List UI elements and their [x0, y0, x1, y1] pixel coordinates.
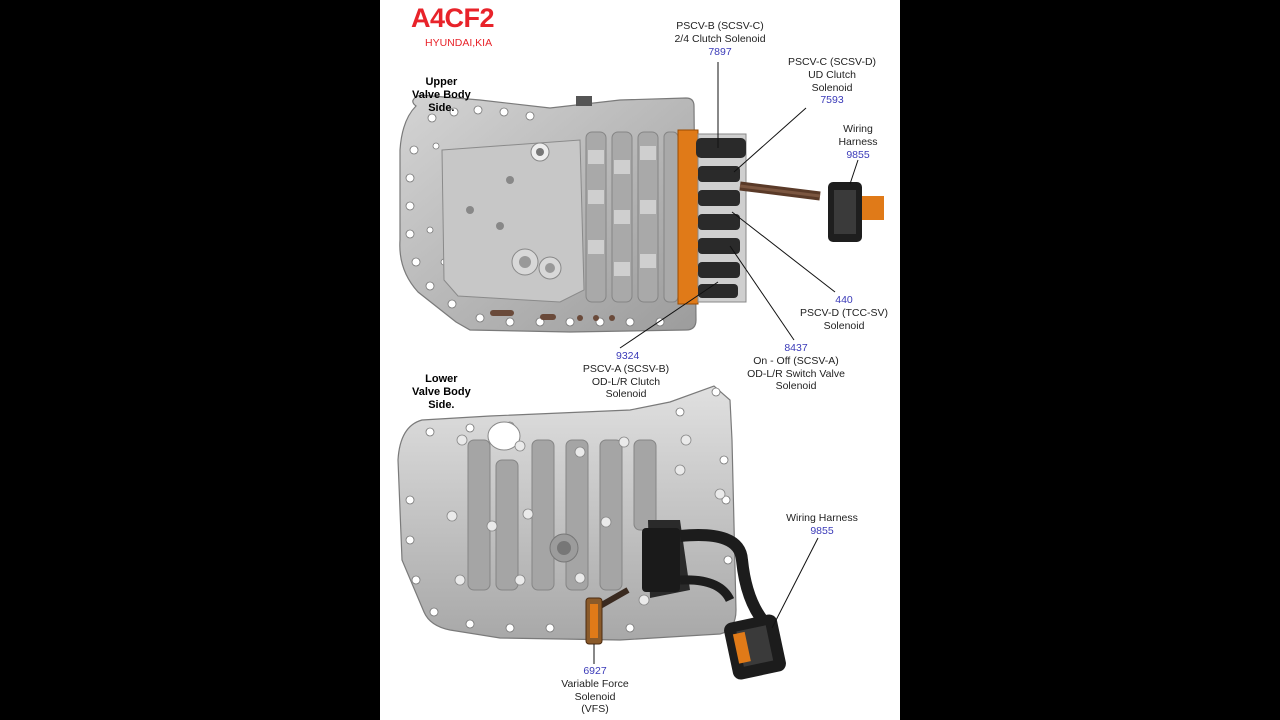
- label-pscv-d: 440 PSCV-D (TCC-SV) Solenoid: [799, 294, 889, 332]
- label-pscv-c: PSCV-C (SCSV-D) UD Clutch Solenoid 7593: [787, 56, 877, 107]
- vfs-solenoid: [585, 587, 630, 645]
- leader-lines: [593, 62, 859, 664]
- upper-wiring-harness: [739, 181, 884, 242]
- label-vfs: 6927 Variable Force Solenoid (VFS): [561, 665, 629, 716]
- upper-solenoid-pack: [677, 129, 747, 305]
- upper-valve-body: [399, 94, 884, 333]
- brand-subtitle: HYUNDAI,KIA: [425, 37, 493, 49]
- label-on-off-solenoid: 8437 On - Off (SCSV-A) OD-L/R Switch Val…: [747, 342, 845, 393]
- label-wiring-harness-upper: Wiring Harness 9855: [838, 123, 878, 161]
- lower-valve-body: [397, 385, 786, 680]
- lower-wiring-harness: [642, 520, 786, 680]
- label-pscv-b: PSCV-B (SCSV-C) 2/4 Clutch Solenoid 7897: [674, 20, 766, 58]
- valve-body-illustration: [397, 62, 884, 680]
- label-pscv-a: 9324 PSCV-A (SCSV-B) OD-L/R Clutch Solen…: [582, 350, 670, 401]
- model-title: A4CF2: [411, 3, 495, 33]
- label-wiring-harness-lower: Wiring Harness 9855: [786, 512, 858, 537]
